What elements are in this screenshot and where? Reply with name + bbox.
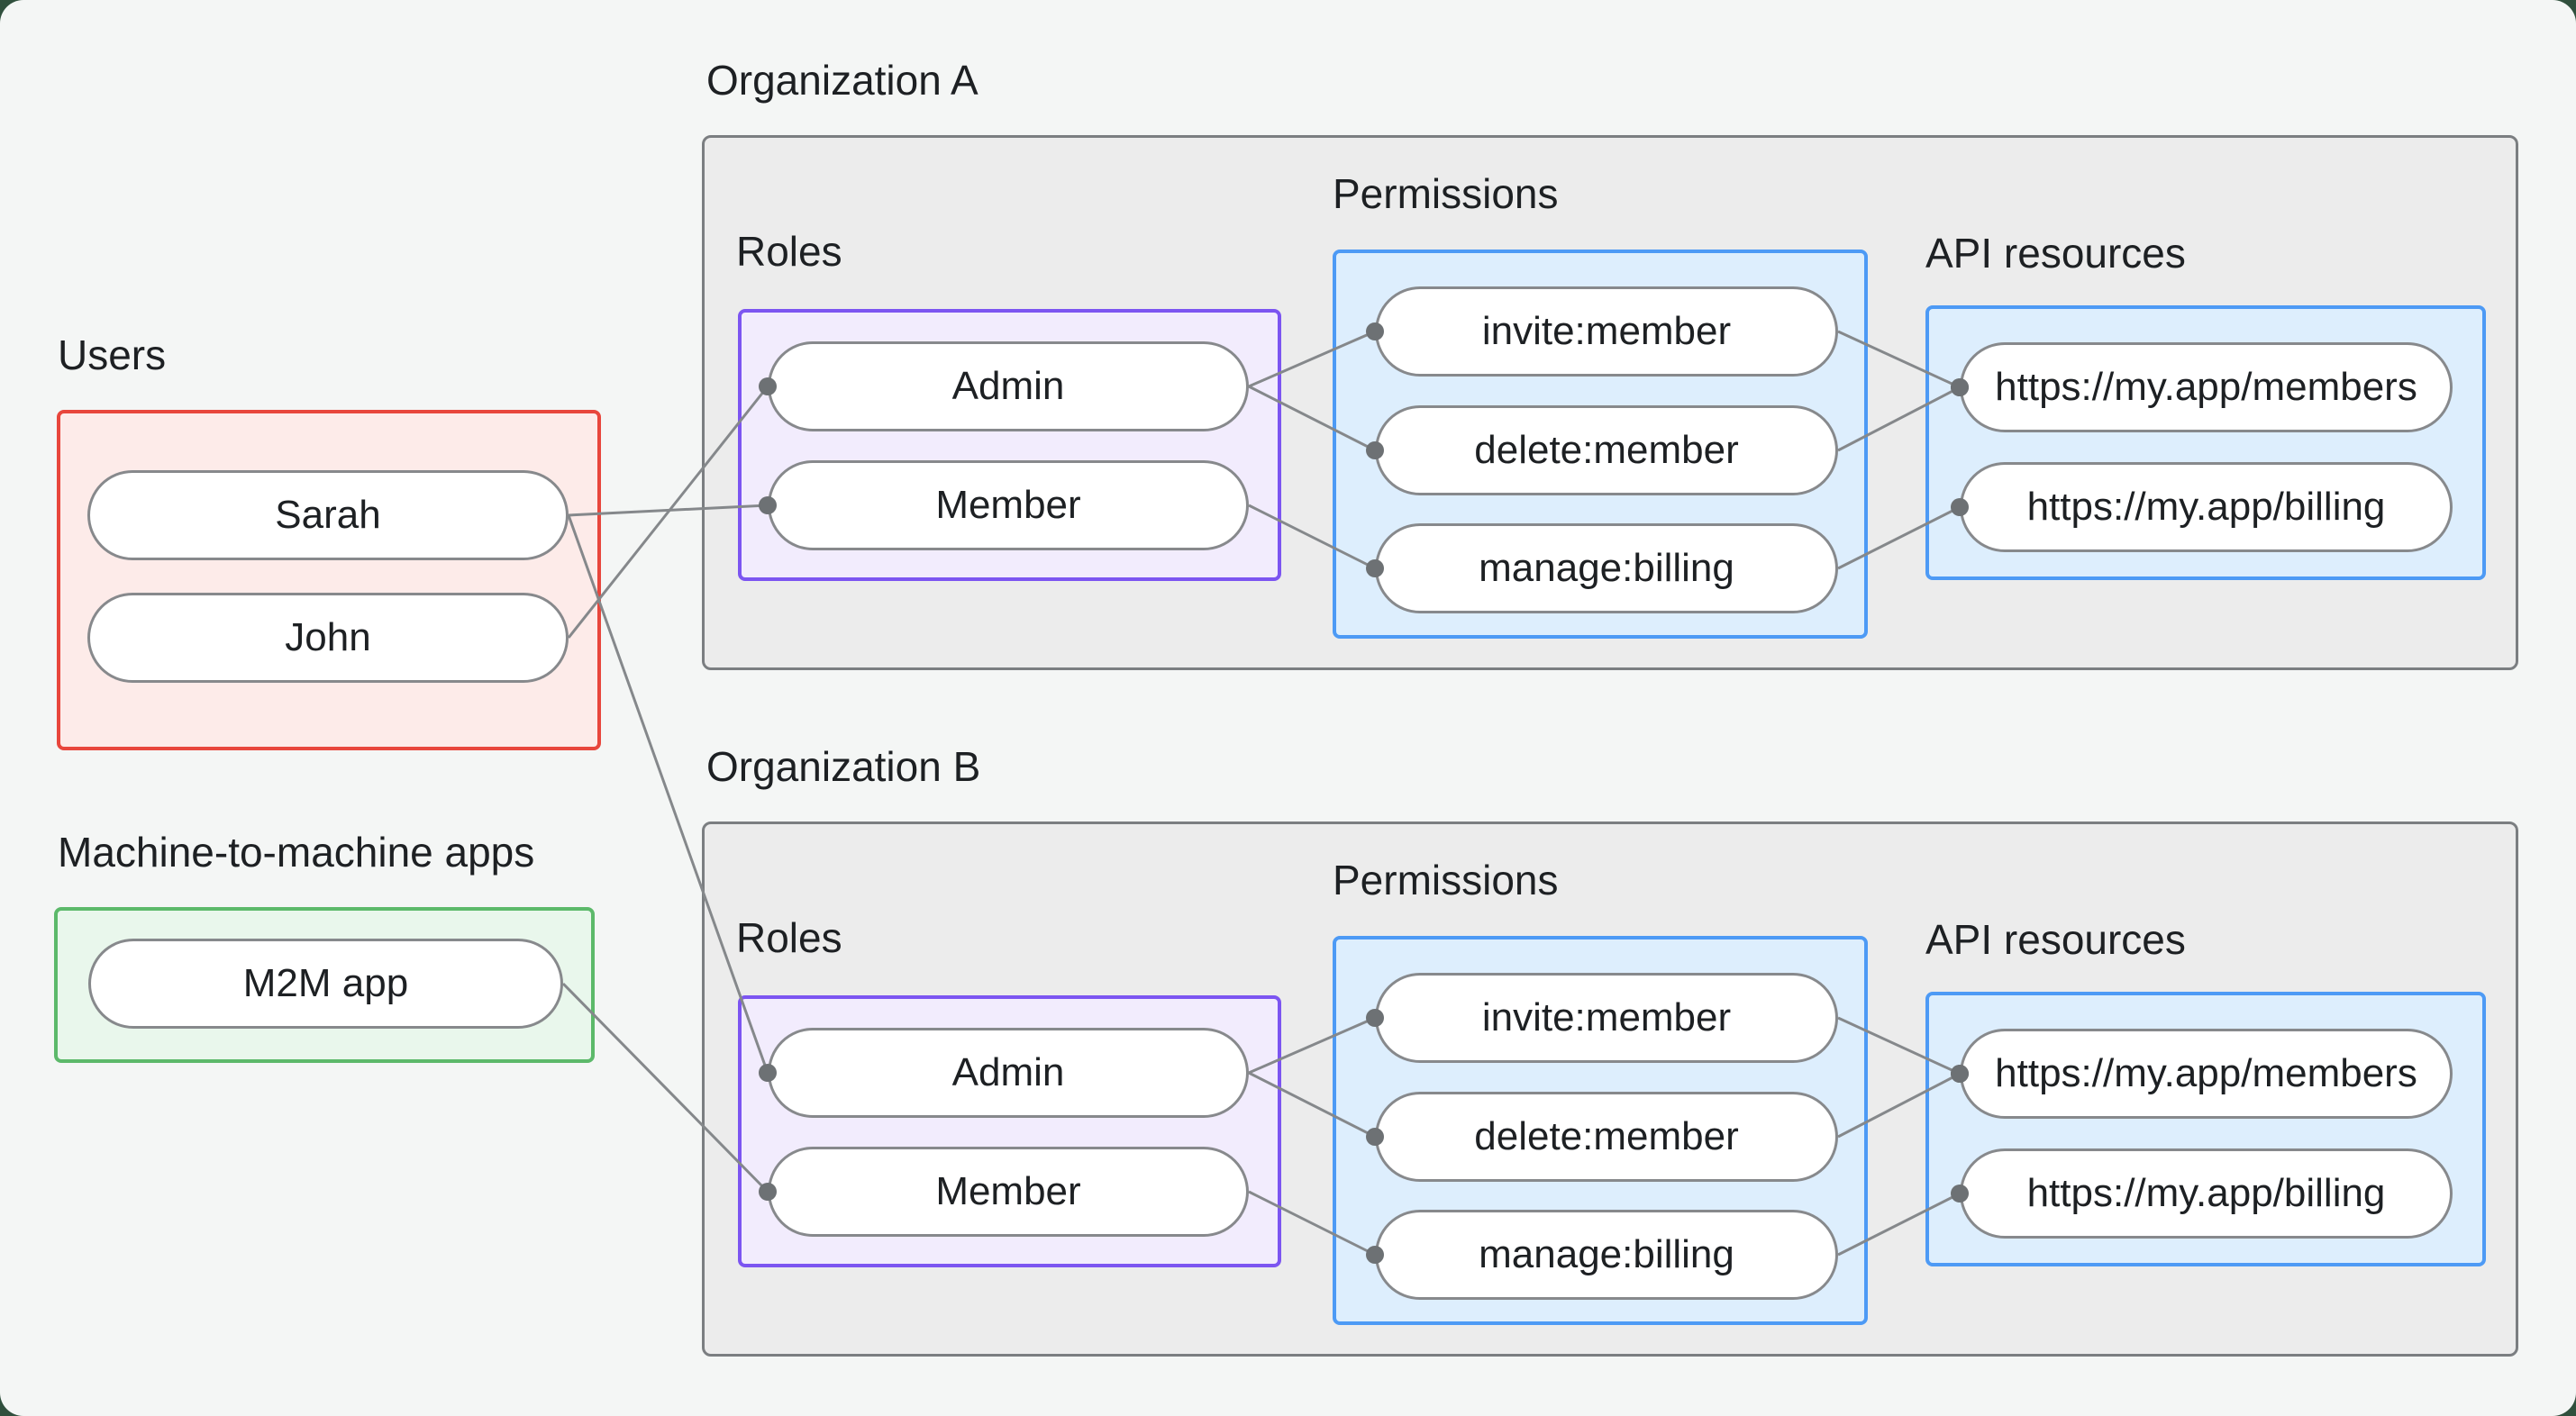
node-label: invite:member <box>1481 309 1732 353</box>
org-b-permissions-label: Permissions <box>1333 857 1559 903</box>
org-b-title: Organization B <box>706 743 981 790</box>
node-label: https://my.app/members <box>1995 1051 2417 1095</box>
node-label: Sarah <box>275 493 381 537</box>
node-label: Admin <box>951 1050 1065 1094</box>
org-a-api-members-node: https://my.app/members <box>1960 342 2453 432</box>
node-label: invite:member <box>1481 995 1732 1039</box>
node-label: https://my.app/billing <box>2026 1171 2386 1215</box>
org-a-role-member-node: Member <box>768 460 1249 550</box>
org-a-title: Organization A <box>706 57 979 104</box>
org-a-roles-label: Roles <box>736 228 842 275</box>
node-label: delete:member <box>1474 1114 1739 1158</box>
org-b-permission-delete-member-node: delete:member <box>1375 1092 1838 1182</box>
node-label: M2M app <box>242 961 409 1005</box>
node-label: Member <box>935 1169 1081 1213</box>
users-group-box <box>57 410 601 750</box>
node-label: Admin <box>951 364 1065 408</box>
org-a-permission-delete-member-node: delete:member <box>1375 405 1838 495</box>
org-b-role-admin-node: Admin <box>768 1028 1249 1118</box>
user-node-john: John <box>87 593 569 683</box>
node-label: https://my.app/members <box>1995 365 2417 409</box>
node-label: manage:billing <box>1479 1232 1734 1276</box>
org-b-permission-invite-member-node: invite:member <box>1375 973 1838 1063</box>
org-b-api-resources-label: API resources <box>1925 916 2186 963</box>
org-b-roles-label: Roles <box>736 914 842 961</box>
m2m-app-node: M2M app <box>88 939 563 1029</box>
users-group-label: Users <box>58 331 167 378</box>
org-a-role-admin-node: Admin <box>768 341 1249 431</box>
org-b-permission-manage-billing-node: manage:billing <box>1375 1210 1838 1300</box>
m2m-group-label: Machine-to-machine apps <box>58 829 535 876</box>
node-label: Member <box>935 483 1081 527</box>
org-a-api-billing-node: https://my.app/billing <box>1960 462 2453 552</box>
org-a-permission-manage-billing-node: manage:billing <box>1375 523 1838 613</box>
user-node-sarah: Sarah <box>87 470 569 560</box>
node-label: https://my.app/billing <box>2026 485 2386 529</box>
node-label: delete:member <box>1474 428 1739 472</box>
node-label: manage:billing <box>1479 546 1734 590</box>
org-b-api-billing-node: https://my.app/billing <box>1960 1148 2453 1239</box>
node-label: John <box>285 615 371 659</box>
org-b-role-member-node: Member <box>768 1147 1249 1237</box>
org-b-api-members-node: https://my.app/members <box>1960 1029 2453 1119</box>
org-a-api-resources-label: API resources <box>1925 230 2186 277</box>
org-a-permission-invite-member-node: invite:member <box>1375 286 1838 377</box>
org-a-permissions-label: Permissions <box>1333 170 1559 217</box>
